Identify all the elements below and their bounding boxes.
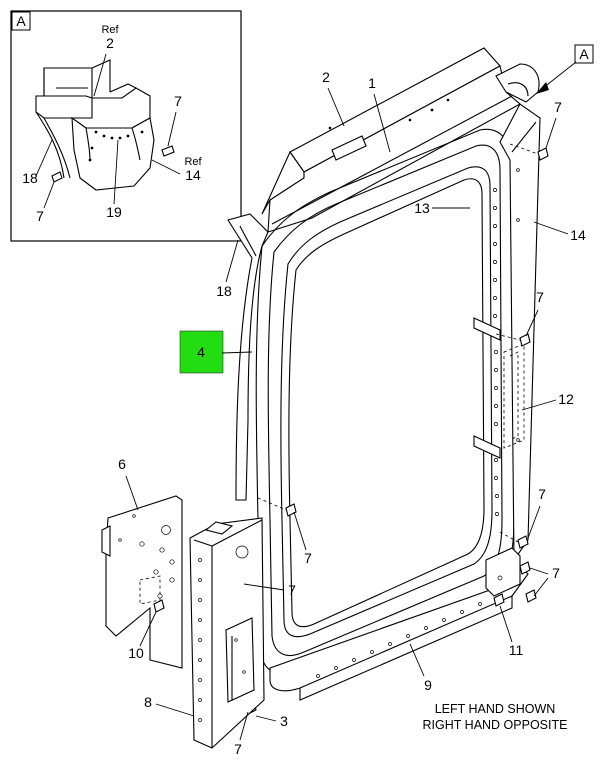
callout-7-right-lower: 7: [538, 486, 546, 502]
bottom-sill-holes: [316, 602, 482, 678]
callout-11: 11: [509, 642, 524, 658]
callout-8: 8: [144, 694, 152, 710]
detail-bracket: [35, 59, 175, 191]
highlight-box-4: [179, 330, 224, 374]
callout-6: 6: [118, 456, 126, 472]
callout-3: 3: [280, 713, 288, 729]
orientation-note: LEFT HAND SHOWN RIGHT HAND OPPOSITE: [423, 702, 568, 732]
callout-7-bottom: 7: [234, 741, 242, 757]
callout-7-right-pair: 7: [552, 565, 560, 581]
callout-12: 12: [558, 391, 574, 407]
detail-callout-7-lower: 7: [36, 208, 44, 224]
callout-13: 13: [414, 200, 430, 216]
detail-ref-label-top: Ref: [101, 24, 119, 36]
detail-ref-label-right: Ref: [184, 156, 202, 168]
detail-ref-number-right: 14: [185, 167, 201, 183]
door-frame-assembly: [101, 47, 549, 749]
callout-7-center: 7: [304, 550, 312, 566]
callout-1: 1: [368, 75, 376, 91]
right-post-holes: [493, 168, 520, 516]
callout-4-highlighted: 4: [197, 344, 205, 360]
callout-2: 2: [322, 69, 330, 85]
detail-callout-19: 19: [106, 204, 122, 220]
main-callouts: A 2 1 7 13 14 18 7 4 12 6 7 7 7 7 1: [118, 44, 594, 757]
detail-view-tag: A: [16, 13, 26, 29]
detail-view-a: A Ref 2: [10, 10, 242, 242]
detail-callout-18: 18: [22, 170, 38, 186]
pillar-holes: [198, 558, 246, 722]
detail-ref-number-top: 2: [106, 35, 114, 51]
callout-14: 14: [570, 227, 586, 243]
callout-7-mid-right: 7: [536, 289, 544, 305]
note-line-2: RIGHT HAND OPPOSITE: [423, 718, 568, 732]
callout-10: 10: [128, 645, 144, 661]
detail-callout-7-upper: 7: [174, 93, 182, 109]
view-tag-a: A: [579, 46, 589, 62]
callout-7-top-right: 7: [554, 99, 562, 115]
callout-9: 9: [424, 677, 432, 693]
callout-18: 18: [216, 283, 232, 299]
note-line-1: LEFT HAND SHOWN: [435, 702, 556, 716]
callout-7-left: 7: [288, 582, 296, 598]
